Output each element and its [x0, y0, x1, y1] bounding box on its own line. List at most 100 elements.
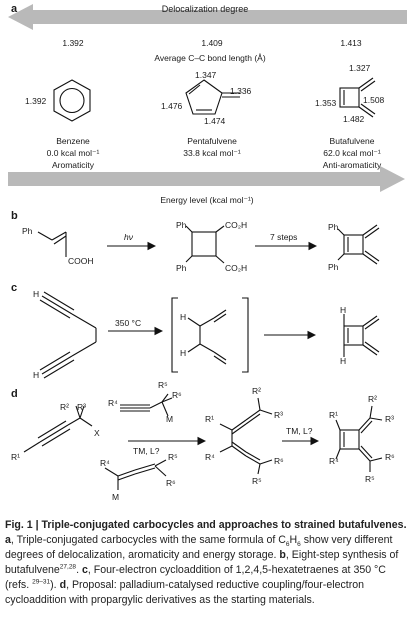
delocalization-label: Delocalization degree: [161, 4, 249, 14]
caption-c-text: , Four-electron cycloaddition of 1,2,4,5…: [5, 564, 386, 591]
diphenyl-butafulvene-structure: [337, 224, 380, 265]
co2h-label-2: CO₂H: [225, 263, 248, 273]
x-label: X: [94, 428, 100, 438]
pentafulvene-bond-top: 1.347: [195, 70, 217, 80]
r6-label-4: R⁶: [385, 452, 395, 462]
caption-c-label: c: [81, 564, 88, 576]
allenyl-metal-complex: [104, 459, 167, 490]
benzene-bond-length: 1.392: [25, 96, 47, 106]
panel-b-letter: b: [11, 210, 18, 222]
butafulvene-structure-a: [339, 77, 376, 118]
h-label-4: H: [180, 348, 187, 358]
r4-label-4: R⁴: [329, 456, 339, 466]
r5-label-3: R⁵: [252, 476, 262, 486]
butafulvene-name: Butafulvene: [329, 136, 375, 146]
m-label-1: M: [166, 414, 174, 424]
pentafulvene-energy: 33.8 kcal mol⁻¹: [183, 148, 241, 158]
h-label-1: H: [33, 289, 40, 299]
substituted-butafulvene-product: [335, 405, 383, 472]
energy-arrow: [8, 166, 405, 192]
tetraene-intermediate: [219, 397, 273, 475]
benzene-avg-bond: 1.392: [62, 38, 84, 48]
ph-label-5: Ph: [328, 262, 339, 272]
hexatetraene-structure: [187, 309, 227, 365]
r2-label-1: R²: [60, 402, 69, 412]
m-label-2: M: [112, 492, 120, 502]
r1-label-3: R¹: [329, 410, 338, 420]
propargyl-metal-complex: [120, 393, 173, 417]
figure-caption: Fig. 1 | Triple-conjugated carbocycles a…: [5, 518, 407, 608]
benzene-energy: 0.0 kcal mol⁻¹: [46, 148, 100, 158]
ph-label-3: Ph: [176, 263, 187, 273]
ph-label-1: Ph: [22, 226, 33, 236]
pentafulvene-bond-right: 1.336: [230, 86, 252, 96]
butafulvene-bond-bottom: 1.482: [343, 114, 365, 124]
pentafulvene-name: Pentafulvene: [187, 136, 237, 146]
average-bond-length-label: Average C–C bond length (Å): [154, 53, 266, 63]
butafulvene-avg-bond: 1.413: [340, 38, 362, 48]
h-label-5: H: [340, 305, 347, 315]
scheme-graphics: [8, 4, 407, 490]
ph-label-2: Ph: [176, 220, 187, 230]
panel-d-letter: d: [11, 388, 18, 400]
seven-steps-label: 7 steps: [270, 232, 298, 242]
h-label-3: H: [180, 312, 187, 322]
hv-label: hν: [124, 232, 133, 242]
panel-c-letter: c: [11, 282, 18, 294]
butafulvene-bond-right: 1.508: [363, 95, 385, 105]
r6-label-2: R⁶: [166, 478, 176, 488]
r4-label-2: R⁴: [100, 458, 110, 468]
delocalization-arrow: [8, 4, 407, 30]
r5-label-4: R⁵: [365, 474, 375, 484]
pentafulvene-avg-bond: 1.409: [201, 38, 223, 48]
co2h-label-1: CO₂H: [225, 220, 248, 230]
caption-b-text: , Eight-step synthesis of butafulvene: [5, 549, 399, 576]
caption-a-text-1: , Triple-conjugated carbocycles with the…: [10, 534, 286, 546]
butafulvene-property: Anti-aromaticity: [322, 160, 382, 170]
h-label-2: H: [33, 370, 40, 380]
butafulvene-product-c: [343, 314, 380, 357]
caption-d-text: , Proposal: palladium-catalysed reductiv…: [5, 579, 365, 606]
benzene-structure: [53, 79, 91, 122]
benzene-property: Aromaticity: [51, 160, 95, 170]
caption-title: Fig. 1 | Triple-conjugated carbocycles a…: [5, 519, 407, 531]
r6-label-3: R⁶: [274, 456, 284, 466]
benzene-name: Benzene: [56, 136, 90, 146]
caption-c-refs: 29–31: [32, 578, 51, 586]
h-label-6: H: [340, 356, 347, 366]
temperature-label: 350 °C: [115, 318, 142, 328]
conditions-label-2: TM, L?: [286, 426, 313, 436]
r5-label-2: R⁵: [168, 452, 178, 462]
r6-label-1: R⁶: [172, 390, 182, 400]
r1-label-2: R¹: [205, 414, 214, 424]
r3-label-2: R³: [274, 410, 283, 420]
propargyl-x-structure: [23, 405, 93, 453]
caption-sub-6a: 6: [285, 541, 290, 549]
energy-level-label: Energy level (kcal mol⁻¹): [160, 195, 254, 205]
cinnamic-acid-structure: [37, 231, 67, 257]
caption-c-sep: .: [76, 564, 82, 576]
pentafulvene-structure: [185, 79, 240, 115]
r2-label-3: R²: [368, 394, 377, 404]
r1-label-1: R¹: [11, 452, 20, 462]
r3-label-1: R³: [77, 402, 86, 412]
caption-b-refs: 27,28: [59, 563, 77, 571]
hexadiyne-structure: [39, 291, 97, 379]
cooh-label: COOH: [68, 256, 94, 266]
r3-label-3: R³: [385, 414, 394, 424]
caption-h-letter: H: [289, 534, 298, 546]
butafulvene-energy: 62.0 kcal mol⁻¹: [323, 148, 381, 158]
caption-b-label: b: [279, 549, 286, 561]
pentafulvene-bond-left: 1.476: [161, 101, 183, 111]
pentafulvene-bond-bottom: 1.474: [204, 116, 226, 126]
caption-d-label: d: [59, 579, 67, 591]
cyclobutane-structure: [185, 225, 225, 264]
bracket-right: [242, 297, 249, 373]
r5-label-1: R⁵: [158, 380, 168, 390]
r4-label-1: R⁴: [108, 398, 118, 408]
r2-label-2: R²: [252, 386, 261, 396]
conditions-label-1: TM, L?: [133, 446, 160, 456]
r4-label-3: R⁴: [205, 452, 215, 462]
caption-c-end: ).: [50, 579, 60, 591]
caption-a-text-2: show very different degrees of delocaliz…: [5, 534, 393, 561]
